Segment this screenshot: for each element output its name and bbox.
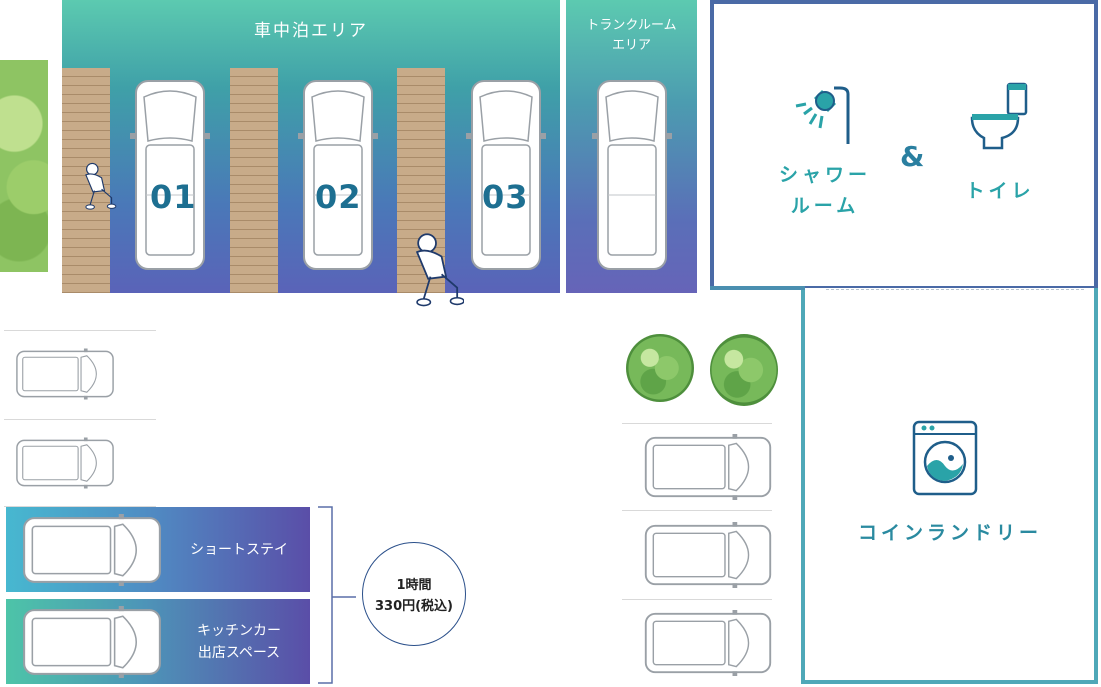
price-duration: 1時間 xyxy=(396,578,432,593)
kitchen-car xyxy=(12,606,172,678)
shower-label-line1: シャワー xyxy=(778,164,871,186)
parking-line xyxy=(622,510,772,511)
car-stay-title: 車中泊エリア xyxy=(254,21,368,41)
car-spot-03 xyxy=(464,75,548,275)
shower-toilet-building xyxy=(710,0,1098,290)
parked-car xyxy=(14,348,116,400)
shower-room-label: シャワー ルーム xyxy=(770,160,880,218)
person-sitting-icon xyxy=(408,232,464,310)
ampersand: & xyxy=(900,140,925,173)
parked-car xyxy=(640,610,776,676)
short-stay-label: ショートステイ xyxy=(190,542,288,558)
parking-line xyxy=(4,419,156,420)
parking-line xyxy=(622,599,772,600)
parked-car xyxy=(640,434,776,500)
facility-border-step xyxy=(710,286,805,290)
toilet-label: トイレ xyxy=(965,180,1035,202)
tree xyxy=(626,334,694,402)
parked-car xyxy=(14,437,116,489)
coin-laundry-label: コインランドリー xyxy=(857,522,1042,544)
toilet-icon xyxy=(970,82,1028,150)
kitchen-car-label-line2: 出店スペース xyxy=(197,645,281,661)
parking-line xyxy=(622,423,772,424)
car-trunk-room xyxy=(590,75,674,275)
shower-icon xyxy=(795,86,850,144)
person-sitting-icon xyxy=(74,162,122,212)
price-badge: 1時間 330円(税込) xyxy=(362,542,466,646)
trunk-room-title-line2: エリア xyxy=(611,38,651,53)
bracket xyxy=(318,506,356,684)
parking-line xyxy=(4,506,156,507)
spot-number-03: 03 xyxy=(482,178,529,216)
wood-deck xyxy=(230,68,278,293)
car-spot-02 xyxy=(296,75,380,275)
shower-label-line2: ルーム xyxy=(790,195,860,217)
spot-number-02: 02 xyxy=(315,178,362,216)
parking-line xyxy=(4,330,156,331)
kitchen-car-label: キッチンカー 出店スペース xyxy=(172,620,306,664)
spot-number-01: 01 xyxy=(150,178,197,216)
trunk-room-title-line1: トランクルーム xyxy=(586,18,677,33)
price-amount: 330円(税込) xyxy=(374,599,454,614)
short-stay-car xyxy=(12,514,172,586)
washing-machine-icon xyxy=(912,420,978,496)
kitchen-car-label-line1: キッチンカー xyxy=(197,623,281,639)
hedge xyxy=(0,60,48,272)
car-spot-01 xyxy=(128,75,212,275)
tree xyxy=(710,334,778,406)
building-divider xyxy=(826,289,1084,290)
trunk-room-title: トランクルーム エリア xyxy=(566,16,697,56)
parked-car xyxy=(640,522,776,588)
